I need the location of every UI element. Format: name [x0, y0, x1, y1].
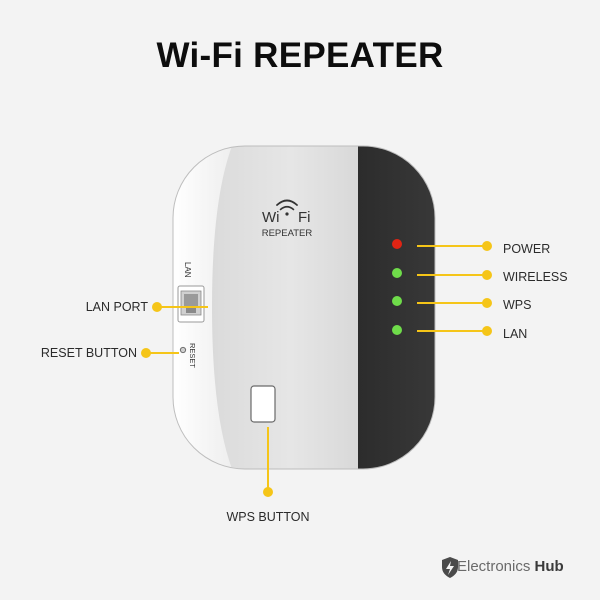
side-label-lan: LAN — [183, 262, 192, 278]
callout-lines — [146, 245, 487, 492]
label-power: POWER — [503, 242, 551, 256]
led-wireless — [392, 268, 402, 278]
shield-bolt-icon — [442, 557, 458, 578]
label-lan-port: LAN PORT — [85, 300, 148, 314]
lan-port — [177, 285, 205, 323]
repeater-body — [172, 145, 436, 470]
logo-wi: Wi — [262, 209, 280, 226]
label-reset-button: RESET BUTTON — [40, 346, 137, 360]
brand-logo: Electronics Hub — [433, 558, 564, 575]
led-lan — [392, 325, 402, 335]
reset-pinhole — [179, 346, 187, 354]
logo-sub: REPEATER — [262, 228, 313, 239]
wifi-icon — [276, 199, 298, 216]
label-wps: WPS — [503, 298, 532, 312]
label-lan: LAN — [503, 327, 528, 341]
led-power — [392, 239, 402, 249]
brand-name-bold: Hub — [534, 558, 564, 575]
callout-dots — [141, 241, 492, 497]
label-wireless: WIRELESS — [503, 270, 568, 284]
logo-fi: Fi — [298, 209, 311, 226]
brand-name-light: Electronics — [457, 558, 531, 575]
led-wps — [392, 296, 402, 306]
page-title: Wi-Fi REPEATER — [156, 36, 444, 75]
wps-physical-button — [250, 385, 276, 423]
wifi-logo: Wi Fi REPEATER — [262, 199, 313, 239]
label-wps-button: WPS BUTTON — [226, 510, 310, 524]
side-label-reset: RESET — [188, 343, 197, 368]
